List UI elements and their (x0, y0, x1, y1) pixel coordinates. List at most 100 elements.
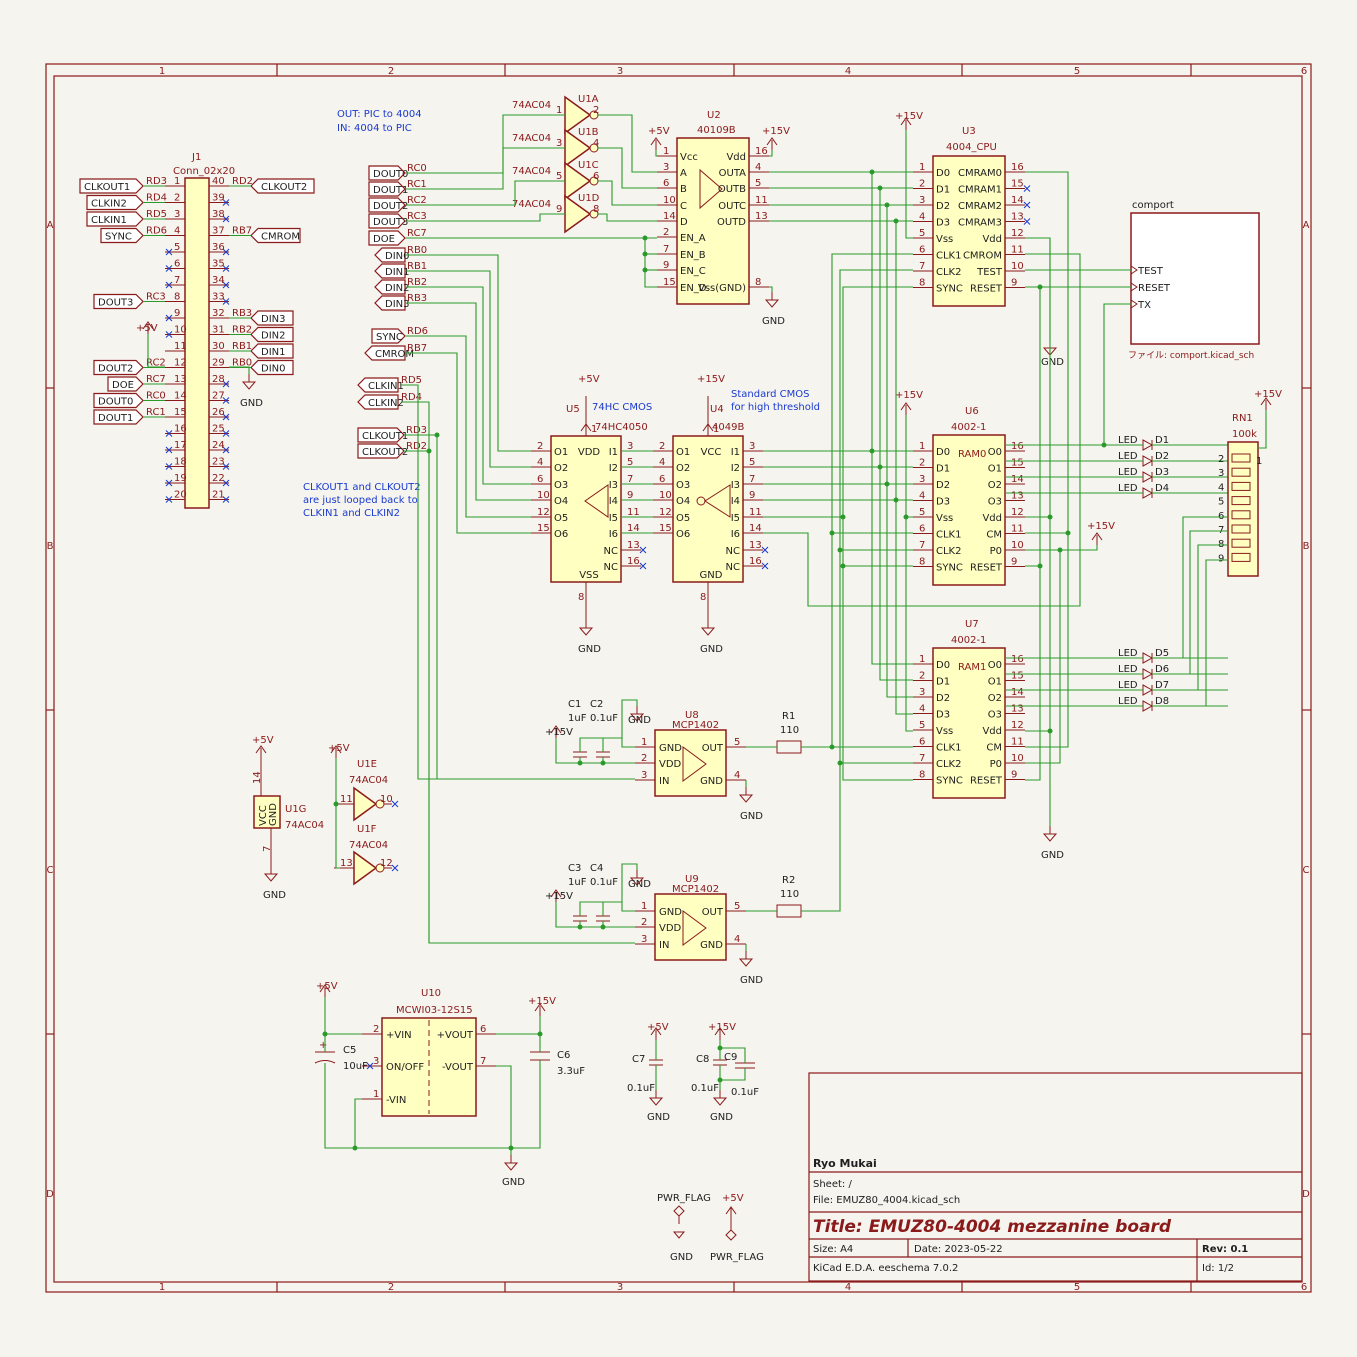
j1-left-pin-19: 19 (174, 473, 187, 484)
u4-value: 4049B (712, 422, 744, 433)
u6-pins-Rname1: O1 (988, 464, 1002, 475)
rn1-pin-3: 3 (1218, 468, 1224, 479)
u3-pins-R2: 14 (1011, 195, 1024, 206)
no-connect-mark (222, 479, 230, 487)
u5-pin8: 8 (578, 592, 584, 603)
u5-pins-Lname1: O2 (554, 463, 568, 474)
u1e-ref: U1E (357, 759, 377, 770)
u8-gndup (621, 699, 638, 738)
u2-5v-symbol (650, 137, 662, 146)
no-connect-mark (639, 562, 647, 570)
u8-cap-val-0: 1uF (568, 713, 587, 724)
junction-dot (322, 1031, 328, 1037)
u7-pins-L3: 4 (919, 704, 925, 715)
u3-pins-Lname2: D2 (936, 201, 950, 212)
c7-gnd-symbol (648, 1097, 664, 1106)
frame-col-bottom: 6 (1301, 1282, 1307, 1293)
j1-left-pin-12: 12 (174, 358, 187, 369)
bot-led-ref-0: D5 (1155, 648, 1169, 659)
mid-din-net-0: RB0 (407, 245, 427, 256)
u9-R0: 5 (734, 901, 740, 912)
w-dout1 (405, 147, 565, 190)
mid-dout-net-3: RC3 (407, 211, 427, 222)
u2-ref: U2 (707, 110, 721, 121)
rn1-pin-9: 9 (1218, 553, 1224, 564)
j1-right-pin-12: 29 (212, 358, 225, 369)
u3-pins-Lname7: SYNC (936, 284, 963, 295)
w-clk1 (801, 253, 913, 748)
top-led-ref-2: D3 (1155, 467, 1169, 478)
j1-right-label-12: DIN0 (261, 364, 286, 375)
u6-pins-L2: 3 (919, 474, 925, 485)
u5-value: 74HC4050 (595, 422, 648, 433)
u4-pins-Rname1: I2 (731, 463, 740, 474)
u2-pins-Lname5: EN_A (680, 233, 706, 244)
j1-left-label-12-outline (93, 359, 144, 376)
u2-pins-Lname2: B (680, 184, 687, 195)
j1-5v-symbol (142, 321, 154, 330)
w-din2 (405, 286, 531, 485)
c9-top (720, 1047, 746, 1063)
u1-in-2: 5 (556, 171, 562, 182)
j1-right-pin-7: 34 (212, 275, 225, 286)
wire (905, 415, 913, 518)
no-connect-mark (165, 248, 173, 256)
j1-left-label-13-outline (107, 376, 144, 392)
u4-pins-L2: 6 (659, 474, 665, 485)
j1-value: Conn_02x20 (173, 166, 235, 177)
u5-pins-R1: 5 (627, 457, 633, 468)
u9-gnd: GND (740, 975, 763, 986)
u2-pins-L7: 9 (663, 260, 669, 271)
j1-right-net-1: RD2 (232, 176, 253, 187)
u8-gnd-net (579, 737, 635, 752)
c9-bot (720, 1068, 746, 1081)
u9-r-val: 110 (780, 889, 799, 900)
bot-led-lbl-1: LED (1118, 664, 1138, 675)
u1g-gndlbl: GND (263, 890, 286, 901)
j1-left-net-3: RD5 (146, 209, 167, 220)
u2-gnd-wire (769, 286, 773, 292)
j1-right-pin-10: 31 (212, 325, 225, 336)
wire (1025, 545, 1098, 551)
top-led-2 (1142, 471, 1154, 483)
mid-dout-3: DOUT3 (373, 217, 408, 228)
w-u1b (598, 147, 657, 189)
u8-gnd2-symbol (629, 713, 645, 722)
top-led-lbl-2: LED (1118, 467, 1138, 478)
u7-pins-Lname6: CLK2 (936, 759, 961, 770)
u10-Ln1: ON/OFF (386, 1062, 424, 1073)
u1g-vcc: VCC (258, 805, 269, 826)
j1-right-pin-3: 38 (212, 209, 225, 220)
u2-15v-symbol (766, 137, 778, 146)
u3-pins-R4: 12 (1011, 228, 1024, 239)
w-sync (405, 335, 531, 518)
u7-pins-Rname0: O0 (988, 660, 1002, 671)
no-connect-mark (222, 215, 230, 223)
w-bus2 (886, 205, 913, 698)
w-bus0 (871, 172, 913, 665)
u2-pins-Rname1: OUTA (719, 168, 747, 179)
pwrflag-gnd-label: GND (670, 1252, 693, 1263)
junction-dot (840, 563, 846, 569)
j1-right-net-4: RB7 (232, 226, 252, 237)
u6-15v-symbol (900, 402, 912, 411)
u1-val-1: 74AC04 (512, 133, 551, 144)
junction-dot (893, 218, 899, 224)
w-bus1 (879, 188, 913, 681)
comport-file: ファイル: comport.kicad_sch (1128, 351, 1254, 361)
junction-dot (837, 760, 843, 766)
u3-pins-Rname7: RESET (970, 284, 1003, 295)
date: Date: 2023-05-22 (914, 1244, 1003, 1255)
j1-left-pin-20: 20 (174, 490, 187, 501)
u3-pins-Lname1: D1 (936, 185, 950, 196)
j1-left-pin-8: 8 (174, 292, 180, 303)
u10-vout (496, 1033, 541, 1052)
u4-pins-Rname4: I5 (731, 513, 740, 524)
u3-pins-L7: 8 (919, 278, 925, 289)
j1-left-pin-10: 10 (174, 325, 187, 336)
no-connect-mark (222, 446, 230, 454)
u2-pins-L5: 2 (663, 227, 669, 238)
w-dout0 (405, 114, 565, 174)
